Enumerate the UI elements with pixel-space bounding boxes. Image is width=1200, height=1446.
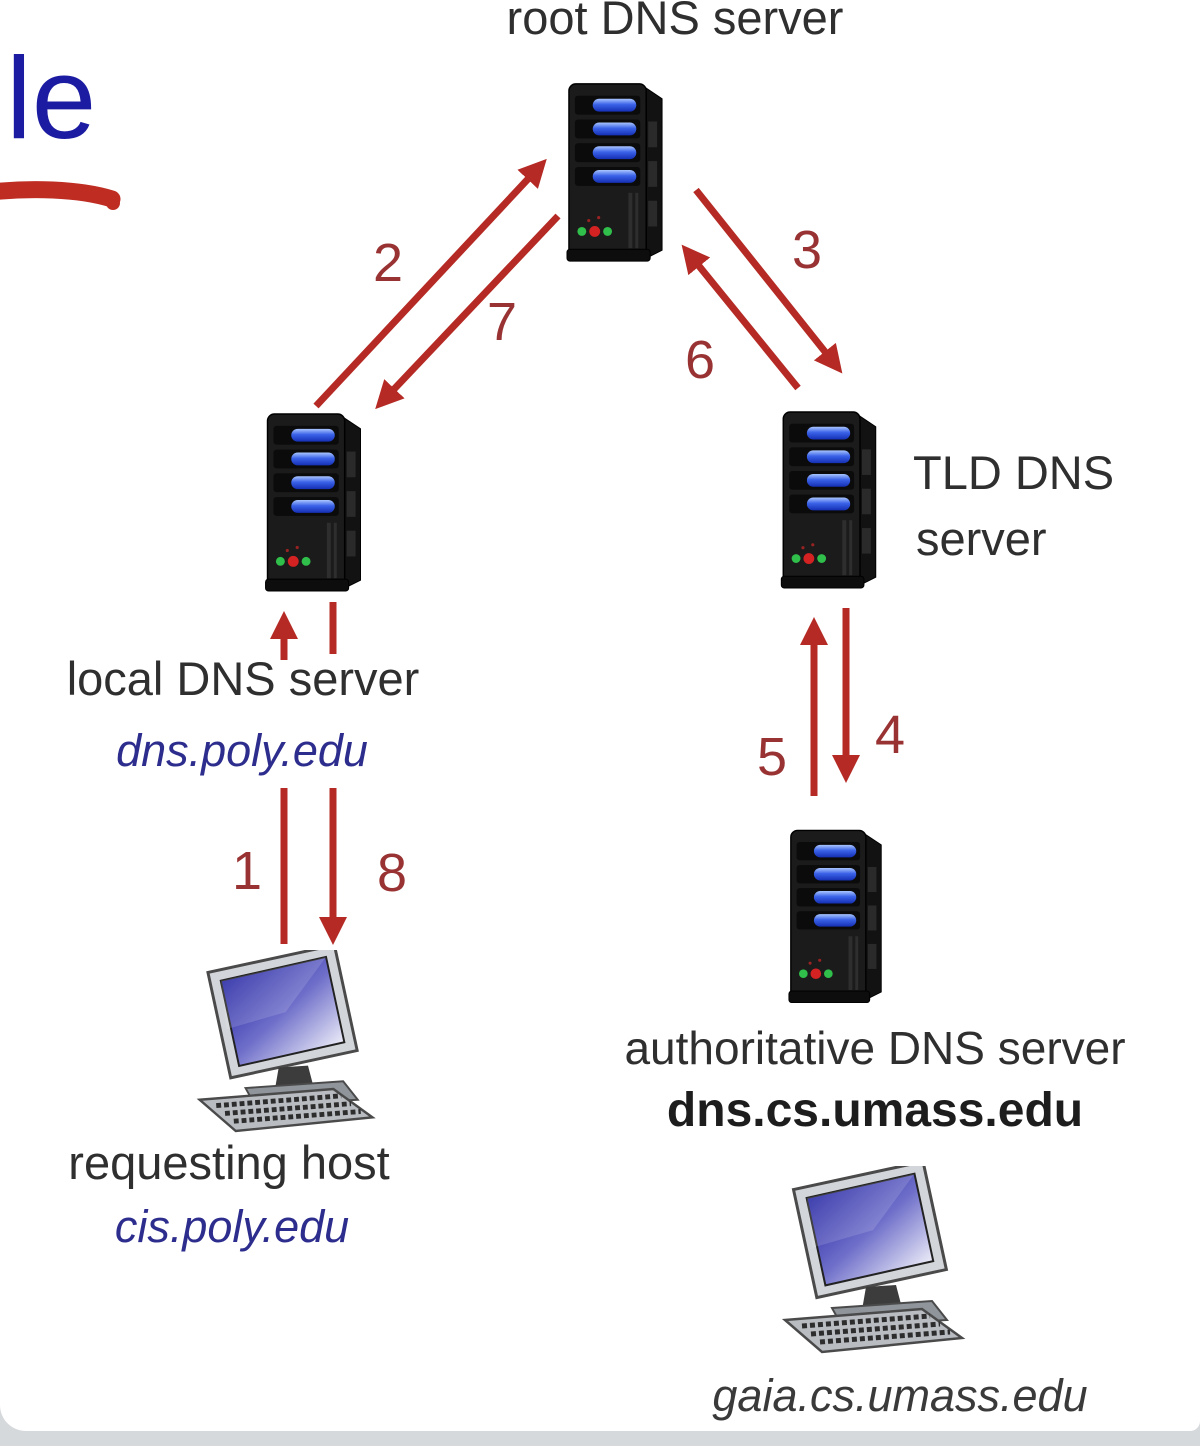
arrow-step-6: [681, 244, 801, 391]
step-number-3: 3: [791, 220, 823, 280]
authoritative-server-hostname: dns.cs.umass.edu: [666, 1084, 1084, 1137]
requesting-host-icon: [185, 950, 390, 1148]
local-server-label: local DNS server: [66, 652, 420, 705]
arrow-step-3: [693, 187, 843, 374]
step-number-1: 1: [231, 841, 263, 901]
requesting-host-hostname: cis.poly.edu: [114, 1201, 350, 1252]
authoritative-dns-server-icon: [787, 818, 887, 1016]
authoritative-server-label: authoritative DNS server: [624, 1022, 1126, 1074]
gaia-host-hostname: gaia.cs.umass.edu: [712, 1370, 1088, 1421]
step-number-6: 6: [684, 330, 716, 390]
root-server-label: root DNS server: [506, 0, 844, 44]
tld-server-label-line1: TLD DNS: [913, 446, 1115, 499]
gaia-host-icon: [770, 1166, 980, 1370]
local-server-hostname: dns.poly.edu: [116, 725, 368, 776]
arrow-step-7: [375, 213, 561, 410]
tld-dns-server-icon: [778, 410, 883, 591]
step-number-5: 5: [756, 727, 788, 787]
step-number-7: 7: [486, 292, 518, 352]
title-underline: [0, 181, 121, 210]
step-number-4: 4: [874, 705, 906, 765]
arrow-step-2: [313, 158, 547, 409]
requesting-host-label: requesting host: [68, 1136, 390, 1189]
slide-title-fragment: le: [6, 33, 97, 163]
local-dns-server-icon: [262, 412, 368, 594]
step-number-2: 2: [372, 233, 404, 293]
root-dns-server-icon: [565, 80, 668, 266]
tld-server-label-line2: server: [916, 512, 1047, 565]
step-number-8: 8: [376, 843, 408, 903]
